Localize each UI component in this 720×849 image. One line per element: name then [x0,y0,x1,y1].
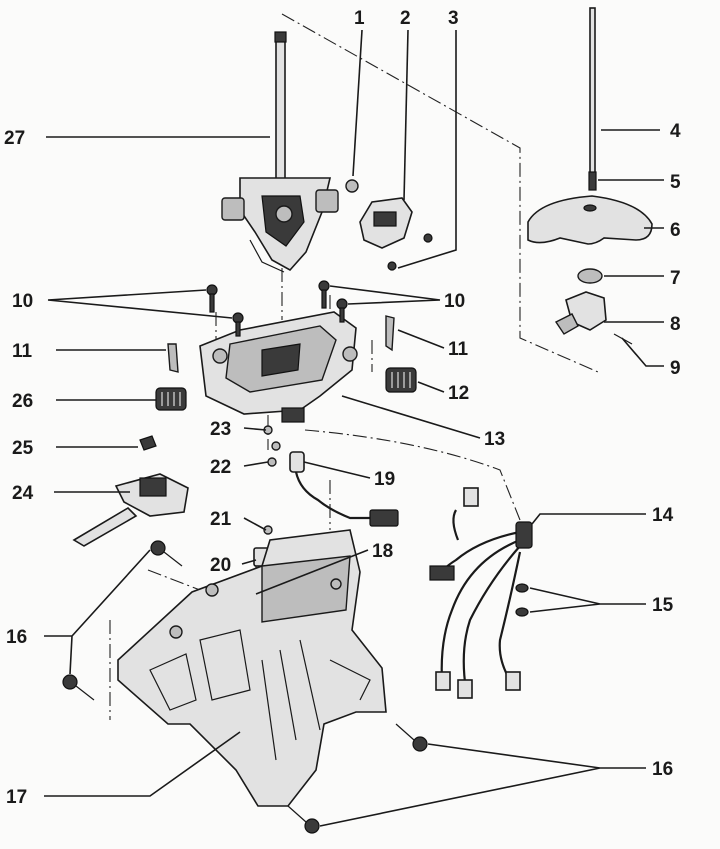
cable-lever [72,435,189,547]
callout-6: 6 [670,220,681,241]
callout-18: 18 [372,541,393,562]
shifter-housing [199,311,358,423]
lower-mounting-frame [117,529,387,807]
callout-11-right: 11 [448,339,469,360]
callout-11-left: 11 [12,341,33,362]
wiring-harness [429,487,533,699]
callout-23: 23 [210,419,231,440]
gear-cable-stack [527,7,653,345]
callout-7: 7 [670,268,681,289]
callout-14: 14 [652,505,674,526]
callout-2: 2 [400,8,411,29]
callout-17: 17 [6,787,27,808]
spring-clip-right [385,315,395,352]
callout-8: 8 [670,314,681,335]
leader-lines [44,29,664,827]
callout-16-right: 16 [652,759,673,780]
callout-22: 22 [210,457,231,478]
callout-3: 3 [448,8,459,29]
callout-1: 1 [354,8,365,29]
callout-20: 20 [210,555,231,576]
spring-clip-left [167,343,179,373]
callout-16-left: 16 [6,627,27,648]
callout-24: 24 [12,483,34,504]
callout-21: 21 [210,509,232,530]
damper-right [385,367,417,393]
mounting-screws [206,280,348,337]
callout-5: 5 [670,172,681,193]
frame-bolts [62,540,428,834]
shift-lever-assembly [221,31,339,273]
callout-15: 15 [652,595,674,616]
callout-13: 13 [484,429,505,450]
callout-9: 9 [670,358,681,379]
callout-4: 4 [670,121,681,142]
callout-10-left: 10 [12,291,33,312]
callout-25: 25 [12,438,34,459]
retaining-ring [345,179,359,193]
callout-labels: 27 1 2 3 4 5 6 7 8 9 10 10 11 11 12 13 1… [4,8,681,808]
selector-bracket [359,197,433,271]
callout-12: 12 [448,383,469,404]
callout-19: 19 [374,469,395,490]
callout-10-right: 10 [444,291,465,312]
damper-left [155,387,187,411]
callout-26: 26 [12,391,33,412]
callout-27: 27 [4,128,25,149]
